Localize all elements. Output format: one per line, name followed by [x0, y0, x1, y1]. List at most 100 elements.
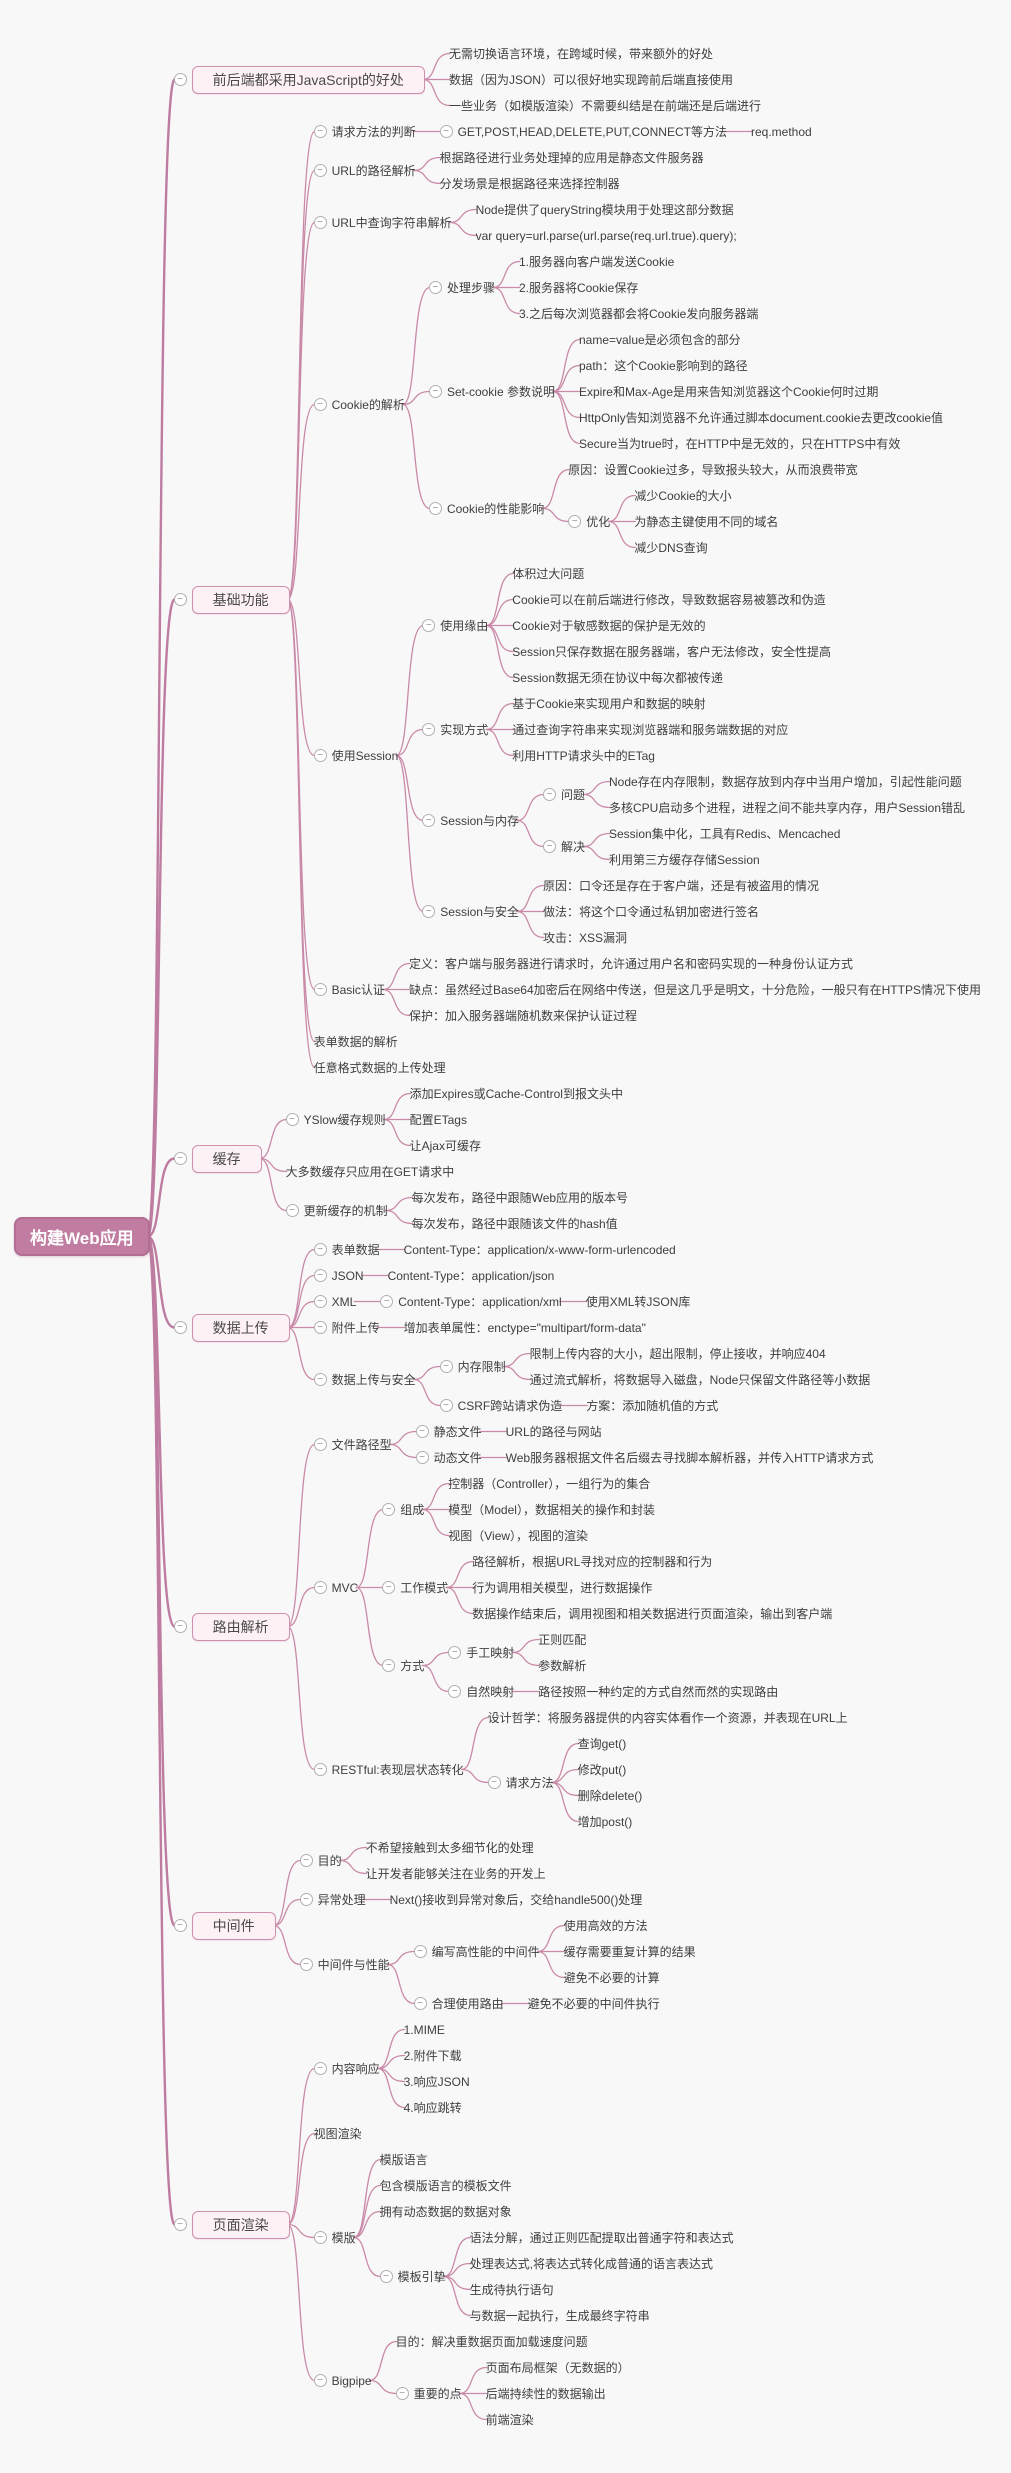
subtopic[interactable]: 2.服务器将Cookie保存 [518, 281, 639, 295]
branch-topic[interactable]: 缓存 [191, 1144, 262, 1173]
collapse-minus-icon[interactable]: − [285, 1113, 299, 1126]
collapse-minus-icon[interactable]: − [487, 1776, 501, 1789]
subtopic[interactable]: 减少Cookie的大小 [634, 489, 732, 503]
collapse-minus-icon[interactable]: − [173, 73, 187, 86]
subtopic[interactable]: 缺点：虽然经过Base64加密后在网络中传送，但是这几乎是明文，十分危险，一般只… [408, 983, 981, 997]
subtopic[interactable]: 方式 [400, 1659, 425, 1673]
collapse-minus-icon[interactable]: − [422, 619, 436, 632]
subtopic[interactable]: JSON [331, 1268, 364, 1283]
subtopic[interactable]: CSRF跨站请求伪造 [457, 1399, 563, 1413]
subtopic[interactable]: 2.附件下载 [403, 2049, 462, 2063]
subtopic[interactable]: 1.服务器向客户端发送Cookie [518, 255, 675, 269]
subtopic[interactable]: 参数解析 [538, 1659, 587, 1673]
subtopic[interactable]: 模版语言 [379, 2153, 428, 2167]
subtopic[interactable]: 使用缘由 [440, 619, 489, 633]
subtopic[interactable]: 拥有动态数据的数据对象 [379, 2205, 512, 2219]
subtopic[interactable]: 无需切换语言环境，在跨域时候，带来额外的好处 [448, 47, 713, 61]
subtopic[interactable]: 数据操作结束后，调用视图和相关数据进行页面渲染，输出到客户端 [472, 1607, 833, 1621]
subtopic[interactable]: 大多数缓存只应用在GET请求中 [285, 1165, 455, 1179]
root-topic[interactable]: 构建Web应用 [14, 1217, 150, 1256]
subtopic[interactable]: 附件上传 [331, 1321, 380, 1335]
collapse-minus-icon[interactable]: − [382, 1503, 396, 1516]
subtopic[interactable]: 自然映射 [466, 1685, 515, 1699]
subtopic[interactable]: Expire和Max-Age是用来告知浏览器这个Cookie何时过期 [578, 385, 879, 399]
collapse-minus-icon[interactable]: − [299, 1854, 313, 1867]
subtopic[interactable]: 通过查询字符串来实现浏览器端和服务端数据的对应 [512, 723, 789, 737]
collapse-minus-icon[interactable]: − [422, 905, 436, 918]
subtopic[interactable]: 让Ajax可缓存 [409, 1139, 481, 1153]
subtopic[interactable]: 增加post() [577, 1815, 633, 1829]
collapse-minus-icon[interactable]: − [173, 1620, 187, 1633]
branch-topic[interactable]: 基础功能 [191, 585, 290, 614]
subtopic[interactable]: 动态文件 [433, 1451, 482, 1465]
subtopic[interactable]: URL中查询字符串解析 [331, 216, 452, 230]
subtopic[interactable]: 前端渲染 [485, 2413, 534, 2427]
subtopic[interactable]: 内存限制 [457, 1360, 506, 1374]
subtopic[interactable]: 删除delete() [577, 1789, 643, 1803]
subtopic[interactable]: Cookie的解析 [331, 398, 405, 412]
collapse-minus-icon[interactable]: − [285, 1204, 299, 1217]
subtopic[interactable]: 3.响应JSON [403, 2075, 470, 2089]
subtopic[interactable]: 正则匹配 [538, 1633, 587, 1647]
subtopic[interactable]: 攻击：XSS漏洞 [542, 931, 627, 945]
subtopic[interactable]: var query=url.parse(url.parse(req.url.tr… [475, 228, 737, 243]
collapse-minus-icon[interactable]: − [313, 1321, 327, 1334]
subtopic[interactable]: 视图（View），视图的渲染 [448, 1529, 589, 1543]
subtopic[interactable]: 组成 [400, 1503, 425, 1517]
collapse-minus-icon[interactable]: − [313, 2374, 327, 2387]
collapse-minus-icon[interactable]: − [568, 515, 582, 528]
collapse-minus-icon[interactable]: − [313, 1581, 327, 1594]
collapse-minus-icon[interactable]: − [173, 1321, 187, 1334]
subtopic[interactable]: 路径按照一种约定的方式自然而然的实现路由 [538, 1685, 779, 1699]
collapse-minus-icon[interactable]: − [313, 1763, 327, 1776]
branch-topic[interactable]: 数据上传 [191, 1313, 290, 1342]
collapse-minus-icon[interactable]: − [542, 788, 556, 801]
subtopic[interactable]: 模版 [331, 2231, 356, 2245]
collapse-minus-icon[interactable]: − [173, 1152, 187, 1165]
subtopic[interactable]: 每次发布，路径中跟随该文件的hash值 [411, 1217, 618, 1231]
subtopic[interactable]: 解决 [560, 840, 585, 854]
subtopic[interactable]: Cookie对于敏感数据的保护是无效的 [512, 619, 706, 633]
subtopic[interactable]: 合理使用路由 [431, 1997, 504, 2011]
subtopic[interactable]: 异常处理 [317, 1893, 366, 1907]
subtopic[interactable]: 设计哲学：将服务器提供的内容实体看作一个资源，并表现在URL上 [487, 1711, 848, 1725]
collapse-minus-icon[interactable]: − [313, 125, 327, 138]
collapse-minus-icon[interactable]: − [439, 1399, 453, 1412]
subtopic[interactable]: XML [331, 1294, 357, 1309]
subtopic[interactable]: Basic认证 [331, 983, 385, 997]
subtopic[interactable]: Content-Type：application/x-www-form-urle… [403, 1243, 676, 1257]
collapse-minus-icon[interactable]: − [313, 749, 327, 762]
subtopic[interactable]: 做法：将这个口令通过私钥加密进行签名 [542, 905, 759, 919]
collapse-minus-icon[interactable]: − [422, 723, 436, 736]
subtopic[interactable]: Session只保存数据在服务器端，客户无法修改，安全性提高 [512, 645, 831, 659]
subtopic[interactable]: 添加Expires或Cache-Control到报文头中 [409, 1087, 623, 1101]
collapse-minus-icon[interactable]: − [439, 1360, 453, 1373]
subtopic[interactable]: Next()接收到异常对象后，交给handle500()处理 [389, 1893, 643, 1907]
subtopic[interactable]: Session集中化，工具有Redis、Mencached [609, 827, 841, 841]
subtopic[interactable]: 缓存需要重复计算的结果 [563, 1945, 696, 1959]
subtopic[interactable]: 避免不必要的中间件执行 [527, 1997, 660, 2011]
subtopic[interactable]: name=value是必须包含的部分 [578, 333, 741, 347]
subtopic[interactable]: 使用高效的方法 [563, 1919, 648, 1933]
subtopic[interactable]: 静态文件 [433, 1425, 482, 1439]
subtopic[interactable]: YSlow缓存规则 [303, 1113, 386, 1127]
collapse-minus-icon[interactable]: − [380, 1295, 394, 1308]
collapse-minus-icon[interactable]: − [428, 385, 442, 398]
collapse-minus-icon[interactable]: − [173, 593, 187, 606]
subtopic[interactable]: 与数据一起执行，生成最终字符串 [469, 2309, 650, 2323]
subtopic[interactable]: URL的路径与网站 [505, 1425, 602, 1439]
collapse-minus-icon[interactable]: − [313, 1373, 327, 1386]
subtopic[interactable]: HttpOnly告知浏览器不允许通过脚本document.cookie去更改co… [578, 411, 944, 425]
subtopic[interactable]: 包含模版语言的模板文件 [379, 2179, 512, 2193]
subtopic[interactable]: Cookie可以在前后端进行修改，导致数据容易被篡改和伪造 [512, 593, 826, 607]
subtopic[interactable]: 利用第三方缓存存储Session [609, 853, 760, 867]
collapse-minus-icon[interactable]: − [313, 2231, 327, 2244]
collapse-minus-icon[interactable]: − [382, 1659, 396, 1672]
subtopic[interactable]: 问题 [560, 788, 585, 802]
subtopic[interactable]: 原因：设置Cookie过多，导致报头较大，从而浪费带宽 [568, 463, 858, 477]
collapse-minus-icon[interactable]: − [173, 1919, 187, 1932]
collapse-minus-icon[interactable]: − [413, 1945, 427, 1958]
subtopic[interactable]: 基于Cookie来实现用户和数据的映射 [512, 697, 706, 711]
subtopic[interactable]: 模型（Model），数据相关的操作和封装 [448, 1503, 655, 1517]
collapse-minus-icon[interactable]: − [313, 1269, 327, 1282]
